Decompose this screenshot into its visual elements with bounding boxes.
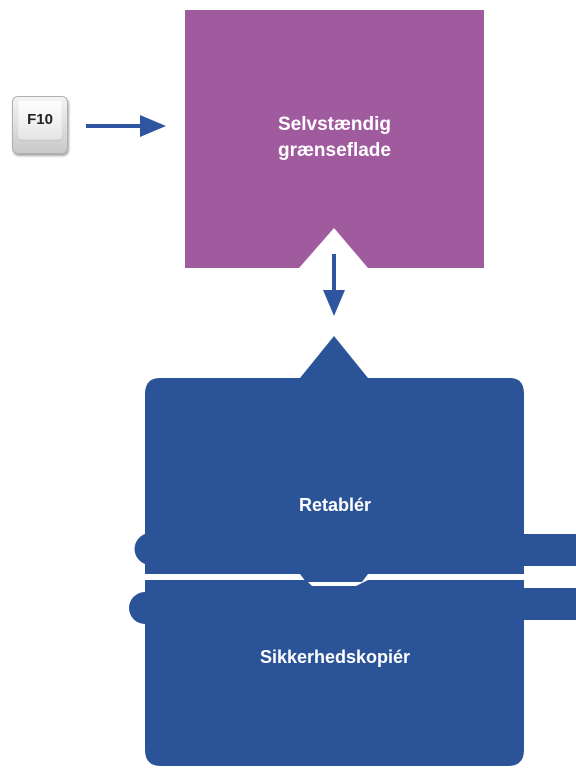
restore-block: [134, 336, 576, 582]
f10-key-face: F10: [18, 101, 62, 141]
backup-label: Sikkerhedskopiér: [259, 647, 411, 667]
f10-key-label: F10: [27, 111, 53, 128]
backup-block: [129, 580, 576, 766]
standalone-interface-label: Selvstændig grænseflade: [185, 112, 484, 164]
restore-label: Retablér: [298, 495, 372, 515]
standalone-interface-box: [185, 10, 484, 268]
f10-key-icon: F10: [12, 96, 68, 154]
key-to-box-arrow: [86, 115, 166, 137]
standalone-interface-line1: Selvstændig: [278, 114, 391, 135]
box-to-blocks-arrow: [323, 254, 345, 316]
standalone-interface-line2: grænseflade: [278, 140, 391, 161]
